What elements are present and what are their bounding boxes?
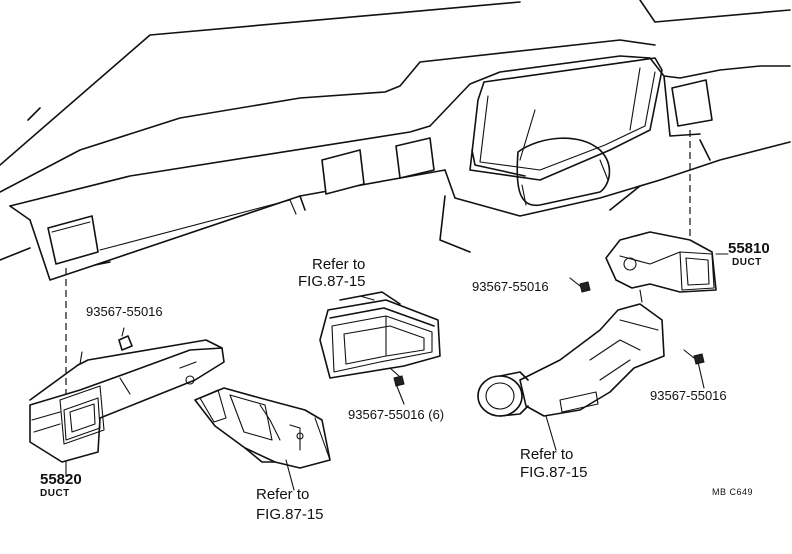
dashboard-outline: [0, 0, 791, 281]
screw-right-bottom-part-number: 93567-55016: [650, 388, 727, 403]
screw-right-top-part-number: 93567-55016: [472, 279, 549, 294]
part-55810-number: 55810: [728, 240, 770, 257]
part-55820-name: DUCT: [40, 488, 70, 499]
leader-lines: [65, 253, 729, 491]
part-55810-name: DUCT: [732, 257, 762, 268]
ref-bottom-right-line2: FIG.87-15: [520, 464, 588, 481]
ref-bottom-right-line1: Refer to: [520, 446, 574, 463]
duct-55810-drawing: [569, 231, 717, 303]
part-55820-number: 55820: [40, 471, 82, 488]
drawing-code: MB C649: [712, 487, 754, 497]
duct-55820-drawing: [29, 327, 225, 463]
ref-bottom-left-line1: Refer to: [256, 486, 310, 503]
screw-left-part-number: 93567-55016: [86, 304, 163, 319]
duct-lower-right-drawing: [477, 303, 705, 417]
ref-center-line1: Refer to: [312, 256, 366, 273]
ref-center-line2: FIG.87-15: [298, 273, 366, 290]
center-outlet-drawing: [319, 291, 441, 387]
ref-bottom-left-line2: FIG.87-15: [256, 506, 324, 523]
screw-center-part-number: 93567-55016 (6): [348, 407, 445, 422]
duct-lower-center-drawing: [194, 387, 331, 469]
